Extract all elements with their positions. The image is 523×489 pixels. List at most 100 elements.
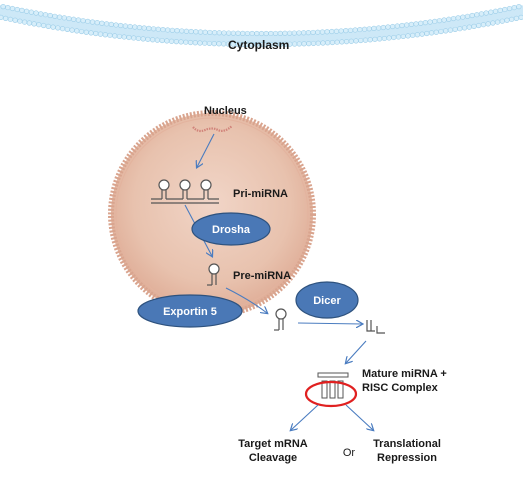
membrane-head	[188, 28, 194, 35]
membrane-head	[400, 33, 406, 40]
membrane-head	[372, 36, 378, 42]
membrane-head	[455, 15, 461, 21]
exportin-5: Exportin 5	[137, 294, 243, 328]
membrane-head	[221, 30, 227, 36]
membrane-head	[187, 39, 194, 46]
membrane-head	[235, 30, 241, 36]
membrane-head	[179, 28, 185, 34]
membrane-head	[272, 30, 279, 37]
membrane-head	[45, 23, 51, 29]
membrane-head	[506, 5, 513, 12]
dna-strand	[192, 125, 233, 133]
membrane-head	[258, 30, 265, 37]
membrane-head	[221, 41, 227, 47]
membrane-head	[0, 4, 6, 10]
repression-line2: Repression	[377, 452, 437, 464]
membrane-head	[282, 30, 288, 36]
membrane-head	[301, 30, 307, 36]
membrane-head	[3, 15, 9, 21]
membrane-head	[480, 22, 487, 28]
membrane-head	[249, 30, 255, 37]
risc-highlight-ring	[304, 380, 358, 408]
membrane-head	[85, 18, 91, 24]
membrane-head	[376, 25, 382, 31]
nucleus-label: Nucleus	[204, 105, 247, 117]
membrane-head	[471, 23, 477, 29]
cell-membrane	[0, 4, 523, 48]
membrane-head	[24, 8, 30, 14]
membrane-head	[127, 23, 133, 30]
membrane-head	[19, 7, 25, 13]
membrane-head	[428, 30, 435, 36]
membrane-head	[329, 28, 335, 35]
membrane-head	[476, 22, 482, 29]
membrane-head	[319, 29, 326, 35]
membrane-head	[469, 12, 475, 19]
membrane-head	[352, 27, 358, 33]
membrane-inner-heads	[0, 14, 523, 48]
membrane-head	[263, 30, 269, 37]
membrane-head	[334, 39, 340, 45]
membrane-head	[0, 14, 4, 20]
membrane-head	[112, 33, 118, 39]
membrane-head	[202, 40, 208, 46]
membrane-head	[7, 16, 13, 22]
membrane-head	[169, 27, 175, 33]
membrane-head	[88, 30, 94, 36]
membrane-head	[47, 12, 53, 19]
membrane-head	[474, 12, 480, 18]
membrane-head	[154, 37, 160, 43]
membrane-head	[504, 17, 510, 23]
membrane-head	[310, 29, 316, 36]
membrane-head	[446, 16, 452, 22]
membrane-head	[230, 30, 236, 36]
membrane-head	[197, 29, 204, 35]
membrane-head	[343, 28, 349, 34]
membrane-head	[89, 19, 96, 25]
membrane-head	[441, 17, 447, 23]
pre-mirna-label: Pre-miRNA	[233, 270, 291, 282]
mature-mirna-label-line2: RISC Complex	[362, 382, 439, 394]
membrane-head	[433, 29, 439, 35]
pri-mirna-label: Pri-miRNA	[233, 188, 288, 200]
membrane-head	[357, 26, 363, 33]
membrane-head	[244, 30, 251, 37]
membrane-head	[103, 21, 110, 27]
membrane-head	[381, 35, 387, 42]
membrane-head	[192, 40, 198, 46]
membrane-head	[42, 12, 49, 18]
membrane-head	[485, 21, 491, 27]
repression-line1: Translational	[373, 438, 441, 450]
membrane-head	[74, 28, 80, 34]
membrane-head	[414, 32, 421, 38]
membrane-head	[174, 28, 180, 34]
membrane-head	[193, 29, 199, 35]
membrane-head	[305, 30, 311, 36]
membrane-head	[102, 32, 108, 38]
cytoplasm-label: Cytoplasm	[228, 38, 289, 52]
membrane-head	[296, 41, 302, 47]
membrane-head	[333, 28, 340, 34]
membrane-head	[450, 15, 457, 22]
membrane-head	[353, 38, 359, 44]
exported-pre-mirna	[274, 308, 287, 331]
membrane-head	[26, 20, 32, 26]
risc-complex	[304, 372, 358, 408]
membrane-head	[140, 36, 146, 42]
arrow-export	[225, 287, 267, 313]
membrane-head	[197, 40, 203, 46]
membrane-head	[165, 27, 171, 33]
membrane-head	[132, 24, 138, 30]
membrane-head	[121, 34, 127, 40]
membrane-head	[5, 4, 11, 11]
membrane-head	[306, 40, 312, 47]
drosha-enzyme: Drosha	[191, 212, 271, 246]
membrane-head	[511, 4, 517, 11]
membrane-head	[155, 26, 161, 32]
membrane-head	[394, 23, 400, 29]
membrane-head	[338, 28, 344, 34]
membrane-head	[478, 11, 485, 17]
membrane-head	[126, 34, 132, 41]
